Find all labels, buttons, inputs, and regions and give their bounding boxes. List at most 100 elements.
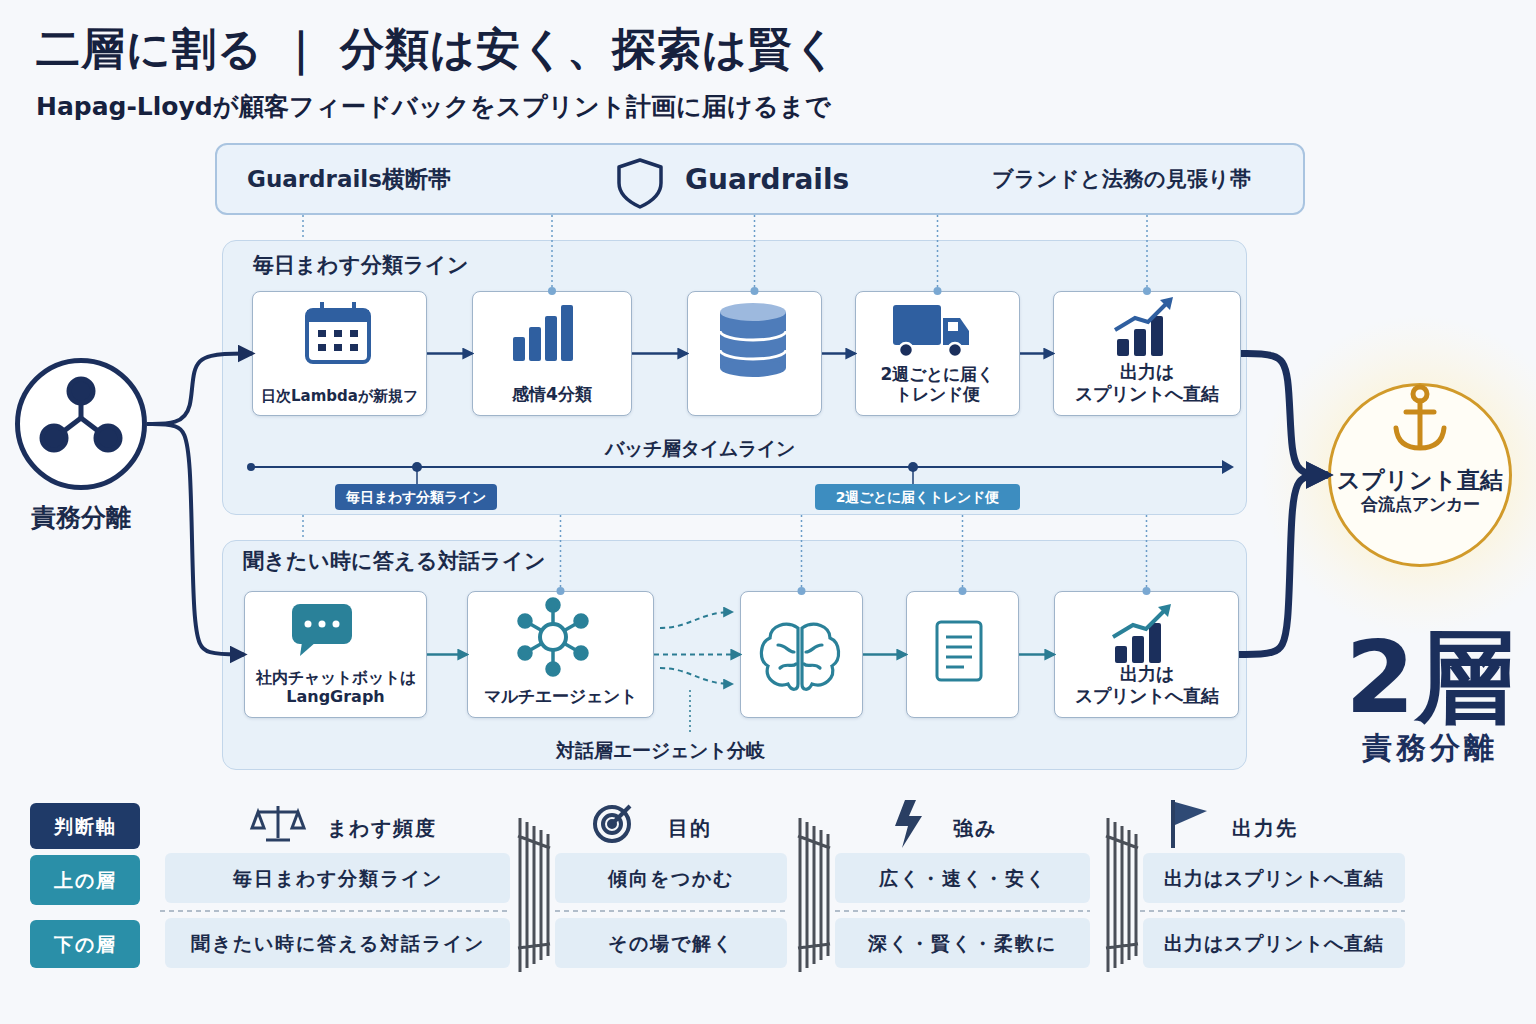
database-icon <box>720 303 786 377</box>
document-icon <box>946 646 972 649</box>
scale-icon <box>277 806 280 838</box>
node-label: スプリント直結 <box>1337 466 1503 494</box>
guardrail-dot <box>959 587 967 595</box>
flag-icon <box>1175 802 1207 825</box>
chat-icon <box>292 604 352 656</box>
bar-chart-icon <box>561 305 573 361</box>
page-subtitle: Hapag-Lloydが顧客フィードバックをスプリント計画に届けるまで <box>36 90 831 123</box>
network-icon <box>81 418 106 437</box>
chat-icon <box>319 621 326 628</box>
growth-chart-icon <box>1113 604 1171 663</box>
timeline <box>416 467 418 484</box>
network-icon <box>42 379 120 450</box>
chat-icon <box>292 604 352 644</box>
batch-lane: 毎日まわす分類ライン日次Lambdaが新規フ感情4分類2週ごとに届く トレンド便… <box>222 240 1247 515</box>
brain-icon <box>761 624 798 689</box>
merge-connector <box>1241 354 1328 476</box>
separator-line <box>160 910 510 912</box>
database-icon <box>720 359 786 377</box>
row-header: 判断軸 <box>30 803 140 849</box>
column-header: 目的 <box>650 812 730 844</box>
timeline <box>1222 460 1234 474</box>
table-cell: 傾向をつかむ <box>555 853 787 903</box>
network-icon <box>69 379 93 403</box>
calendar-icon <box>350 344 358 351</box>
dialog-lane: 聞きたい時に答える対話ライン社内チャットボットは LangGraphマルチエージ… <box>222 540 1247 770</box>
band-text: ブランドと法務の見張り帯 <box>992 167 1251 193</box>
guardrail-dot <box>548 287 556 295</box>
network-icon <box>42 426 66 450</box>
stream-arrows <box>660 612 732 684</box>
growth-chart-icon <box>1113 611 1164 637</box>
growth-chart-icon <box>1132 636 1144 663</box>
target-icon <box>603 815 621 833</box>
bar-chart-icon <box>513 337 525 361</box>
hub-circle: 責務分離 <box>15 358 147 490</box>
anchor-circle: スプリント直結合流点アンカー <box>1328 383 1512 567</box>
anchor-icon <box>1396 387 1444 448</box>
target-icon <box>612 806 630 824</box>
network-icon <box>56 418 81 437</box>
calendar-icon <box>352 302 356 317</box>
lane-title: 毎日まわす分類ライン <box>253 253 469 279</box>
merge-connector <box>1239 475 1328 655</box>
guardrail-dot <box>751 287 759 295</box>
database-icon <box>720 350 786 359</box>
chat-icon <box>333 621 340 628</box>
multi-agent-icon <box>540 624 566 650</box>
shield-icon <box>619 160 661 207</box>
document-icon <box>946 666 964 669</box>
target-icon <box>609 821 615 827</box>
process-box: 2週ごとに届く トレンド便 <box>855 291 1020 416</box>
truck-icon <box>948 343 962 357</box>
process-box: 感情4分類 <box>472 291 632 416</box>
timeline <box>250 466 1222 468</box>
guardrail-link <box>302 215 304 240</box>
table-cell: 出力はスプリントへ直結 <box>1143 853 1405 903</box>
multi-agent-icon <box>547 663 559 675</box>
table-cell: その場で解く <box>555 918 787 968</box>
flow-arrow <box>863 653 906 656</box>
multi-agent-icon <box>551 637 555 669</box>
guardrail-dot <box>557 587 565 595</box>
timeline <box>247 463 255 471</box>
anchor-icon <box>1413 387 1427 401</box>
stream-arrows <box>660 668 732 684</box>
calendar-icon <box>334 344 342 351</box>
calendar-icon <box>307 310 369 322</box>
anchor-icon <box>1396 428 1444 448</box>
output-box: 出力は スプリントへ直結 <box>1054 591 1239 718</box>
calendar-icon <box>318 330 326 337</box>
document-icon <box>937 622 981 680</box>
guardrail-link <box>551 215 553 291</box>
separator-line <box>160 910 1405 912</box>
shield-icon <box>619 160 661 207</box>
scale-icon <box>266 839 290 842</box>
hub-caption: 責務分離 <box>0 503 171 534</box>
database-box <box>687 291 822 416</box>
process-box: 社内チャットボットは LangGraph <box>244 591 427 718</box>
document-icon <box>946 656 972 659</box>
growth-chart-icon <box>1160 297 1173 310</box>
guardrail-link <box>302 515 304 540</box>
chat-icon <box>300 642 316 656</box>
separator-line <box>555 910 787 912</box>
guardrail-link <box>1146 515 1148 591</box>
multi-agent-icon <box>547 599 559 611</box>
calendar-icon <box>318 344 326 351</box>
column-header: 強み <box>935 812 1015 844</box>
column-header: まわす頻度 <box>312 812 452 844</box>
guardrail-link <box>962 515 964 591</box>
column-header: 出力先 <box>1210 812 1320 844</box>
node-label: マルチエージェント <box>484 686 637 707</box>
database-icon <box>720 312 786 368</box>
bar-chart-icon <box>529 327 541 361</box>
edge-group <box>147 215 1328 655</box>
big-number: 2層 <box>1330 622 1530 734</box>
gate-icon <box>1106 818 1138 972</box>
multi-agent-icon <box>553 621 581 637</box>
calendar-icon <box>307 302 369 362</box>
calendar-icon <box>320 302 324 317</box>
timeline <box>912 467 914 484</box>
calendar-icon <box>350 330 358 337</box>
